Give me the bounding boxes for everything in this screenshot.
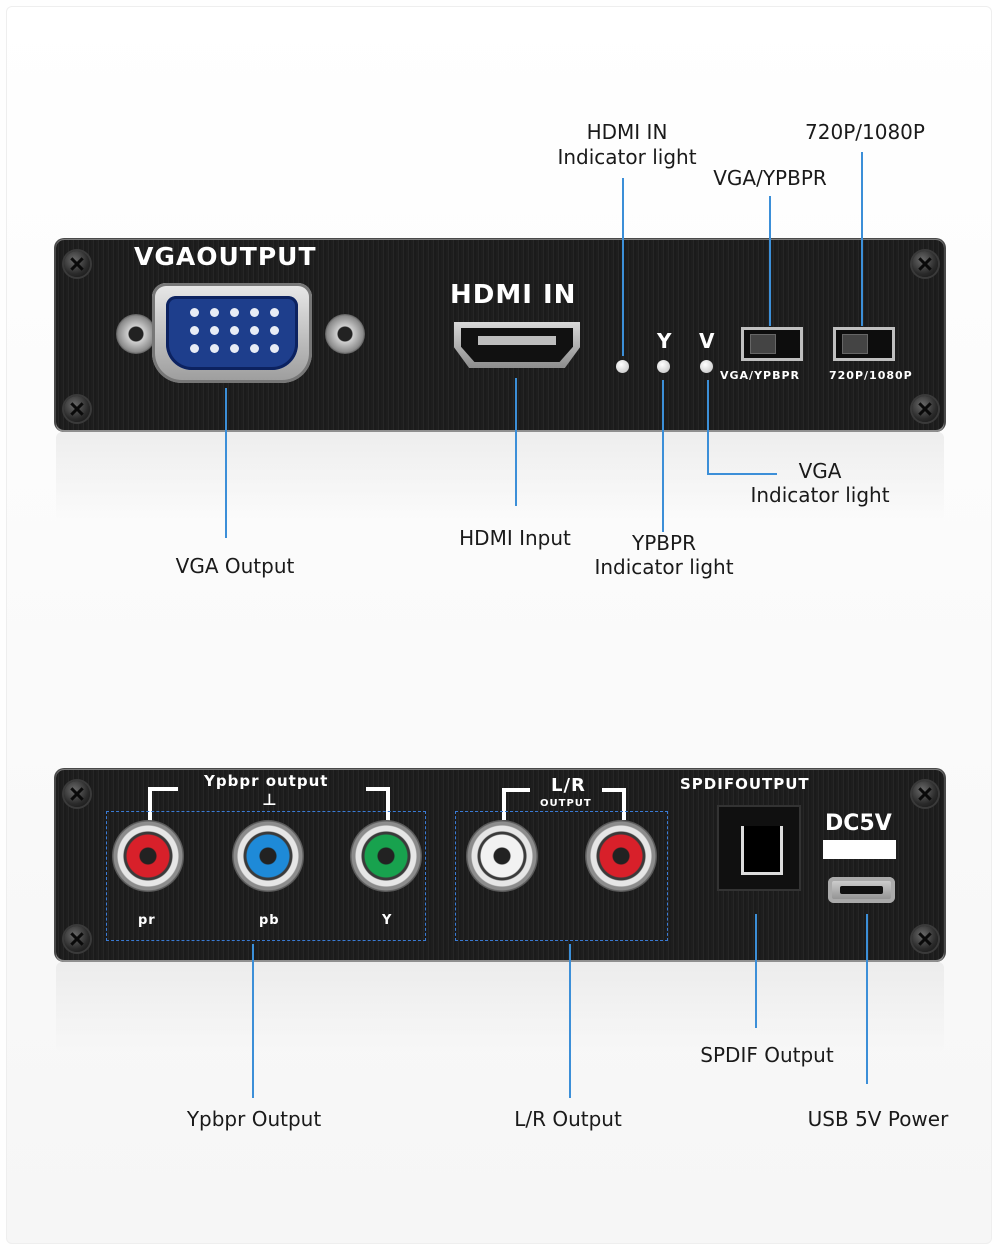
callout-vga-indicator-line1: VGA xyxy=(798,459,842,483)
callout-line xyxy=(755,914,757,1028)
vga-pin xyxy=(210,326,219,335)
vga-pin xyxy=(270,326,279,335)
callout-vga-output: VGA Output xyxy=(175,554,295,578)
callout-line xyxy=(707,473,777,475)
dc5v-marker-bar xyxy=(823,840,896,859)
screw-icon xyxy=(912,396,938,422)
callout-vga-ypbpr: VGA/YPBPR xyxy=(713,166,827,190)
lr-title: L/R xyxy=(551,775,586,796)
vga-pin xyxy=(190,344,199,353)
vga-hex-nut-left xyxy=(116,314,156,354)
callout-spdif-output: SPDIF Output xyxy=(700,1043,834,1067)
vga-pin xyxy=(230,344,239,353)
screw-icon xyxy=(912,251,938,277)
vga-pin xyxy=(250,308,259,317)
callout-line xyxy=(252,944,254,1098)
callout-ypbpr-indicator-line1: YPBPR xyxy=(632,531,696,555)
ypbpr-indicator-led xyxy=(657,360,670,373)
vga-ypbpr-switch-label: VGA/YPBPR xyxy=(720,369,801,382)
back-panel-reflection xyxy=(56,962,944,1052)
vga-pin xyxy=(230,308,239,317)
callout-hdmi-in-indicator-line1: HDMI IN xyxy=(586,120,668,144)
rca-jack-pb xyxy=(232,820,304,892)
screw-icon xyxy=(64,396,90,422)
callout-ypbpr-output: Ypbpr Output xyxy=(186,1107,322,1131)
lr-bracket-right xyxy=(602,788,626,820)
switch-knob xyxy=(750,334,776,354)
vga-pin xyxy=(250,344,259,353)
rca-jack-right-audio xyxy=(585,820,657,892)
rca-jack-left-audio xyxy=(466,820,538,892)
ypbpr-output-title: Ypbpr output xyxy=(204,772,329,790)
hdmi-port xyxy=(461,328,573,362)
callout-line xyxy=(515,378,517,506)
callout-hdmi-in-indicator-line2: Indicator light xyxy=(557,145,697,169)
callout-line xyxy=(707,380,709,474)
callout-line xyxy=(622,178,624,356)
spdif-output-title: SPDIFOUTPUT xyxy=(680,775,810,793)
vga-pin xyxy=(230,326,239,335)
callout-line xyxy=(569,944,571,1098)
switch-knob xyxy=(842,334,868,354)
hdmi-in-title: HDMI IN xyxy=(450,280,577,310)
spdif-port-opening xyxy=(741,826,783,875)
screw-icon xyxy=(912,781,938,807)
vga-pin xyxy=(270,308,279,317)
vga-hex-nut-right xyxy=(325,314,365,354)
vga-pin xyxy=(210,344,219,353)
720p-1080p-switch[interactable] xyxy=(836,330,892,358)
callout-usb-5v-power: USB 5V Power xyxy=(807,1107,949,1131)
micro-usb-port xyxy=(828,877,895,903)
callout-lr-output: L/R Output xyxy=(514,1107,622,1131)
vga-pin xyxy=(190,308,199,317)
callout-ypbpr-indicator-line2: Indicator light xyxy=(594,555,734,579)
screw-icon xyxy=(64,926,90,952)
jack-label-y: Y xyxy=(382,913,393,928)
ypbpr-jack-group xyxy=(106,811,426,941)
callout-line xyxy=(861,152,863,326)
vga-indicator-led xyxy=(700,360,713,373)
rca-jack-y xyxy=(350,820,422,892)
callout-line xyxy=(769,196,771,326)
screw-icon xyxy=(64,781,90,807)
ypbpr-bracket-left xyxy=(148,787,178,821)
jack-label-pb: pb xyxy=(259,913,280,928)
screw-icon xyxy=(912,926,938,952)
vga-output-title: VGAOUTPUT xyxy=(134,242,317,271)
ypbpr-ground-mark: ⊥ xyxy=(262,790,278,809)
callout-line xyxy=(662,380,664,532)
hdmi-port-tongue xyxy=(478,336,556,345)
callout-line xyxy=(866,914,868,1084)
rca-jack-pr xyxy=(112,820,184,892)
callout-720p-1080p: 720P/1080P xyxy=(805,120,925,144)
hdmi-in-indicator-led xyxy=(616,360,629,373)
vga-pin xyxy=(250,326,259,335)
lr-subtitle: OUTPUT xyxy=(540,798,592,809)
vga-port xyxy=(166,296,298,370)
ypbpr-bracket-right xyxy=(366,787,390,821)
720p-1080p-switch-label: 720P/1080P xyxy=(829,369,913,382)
front-panel-reflection xyxy=(56,432,944,522)
callout-hdmi-input: HDMI Input xyxy=(459,526,571,550)
jack-label-pr: pr xyxy=(138,913,156,928)
dc5v-label: DC5V xyxy=(825,811,892,836)
vga-pin xyxy=(210,308,219,317)
vga-ypbpr-switch[interactable] xyxy=(744,330,800,358)
screw-icon xyxy=(64,251,90,277)
callout-line xyxy=(225,388,227,538)
lr-jack-group xyxy=(455,811,668,941)
callout-vga-indicator-line2: Indicator light xyxy=(750,483,890,507)
led-y-label: Y xyxy=(657,329,673,353)
vga-pin xyxy=(190,326,199,335)
vga-pin xyxy=(270,344,279,353)
led-v-label: V xyxy=(699,329,716,353)
lr-bracket-left xyxy=(502,788,530,820)
